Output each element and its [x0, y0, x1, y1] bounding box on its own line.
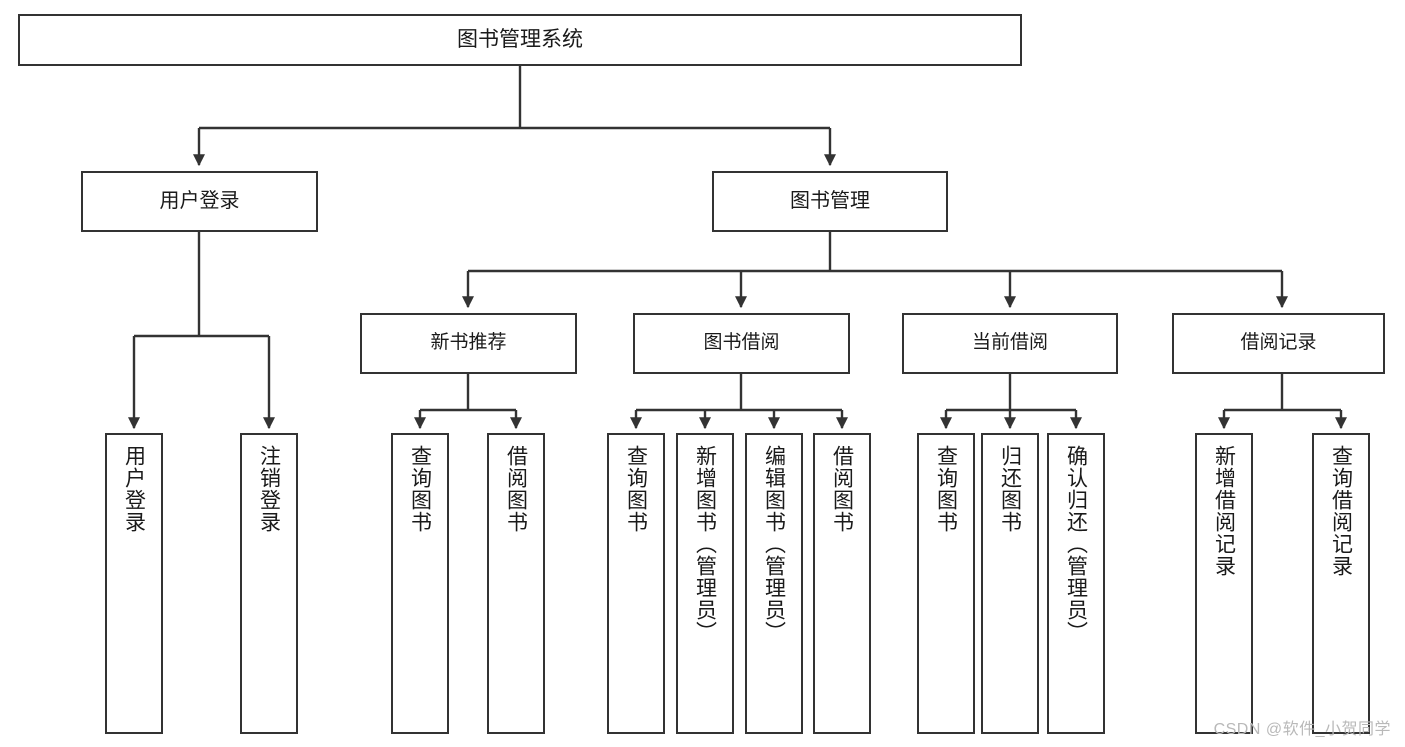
node-book-management[interactable]: 图书管理 — [712, 171, 948, 232]
node-leaf-edit-book[interactable]: 编辑图书（管理员） — [745, 433, 803, 734]
node-leaf-query-record[interactable]: 查询借阅记录 — [1312, 433, 1370, 734]
node-borrow-record[interactable]: 借阅记录 — [1172, 313, 1385, 374]
node-leaf-logout-login[interactable]: 注销登录 — [240, 433, 298, 734]
node-borrow-record-label: 借阅记录 — [1240, 332, 1317, 354]
node-leaf-query-book-1[interactable]: 查询图书 — [391, 433, 449, 734]
node-leaf-edit-book-label: 编辑图书（管理员） — [762, 445, 786, 643]
node-leaf-query-book-3[interactable]: 查询图书 — [917, 433, 975, 734]
node-user-login[interactable]: 用户登录 — [81, 171, 318, 232]
node-leaf-query-book-3-label: 查询图书 — [934, 445, 958, 533]
node-leaf-query-book-2[interactable]: 查询图书 — [607, 433, 665, 734]
node-book-borrow[interactable]: 图书借阅 — [633, 313, 850, 374]
node-book-management-label: 图书管理 — [790, 189, 870, 212]
node-leaf-add-book[interactable]: 新增图书（管理员） — [676, 433, 734, 734]
node-leaf-borrow-book-1[interactable]: 借阅图书 — [487, 433, 545, 734]
node-new-book-recommend-label: 新书推荐 — [430, 332, 507, 354]
node-leaf-borrow-book-2[interactable]: 借阅图书 — [813, 433, 871, 734]
node-new-book-recommend[interactable]: 新书推荐 — [360, 313, 577, 374]
node-leaf-query-book-1-label: 查询图书 — [408, 445, 432, 533]
node-leaf-return-book[interactable]: 归还图书 — [981, 433, 1039, 734]
node-leaf-logout-login-label: 注销登录 — [257, 445, 281, 533]
node-leaf-confirm-return-label: 确认归还（管理员） — [1064, 445, 1088, 643]
node-root-label: 图书管理系统 — [457, 27, 583, 51]
node-root[interactable]: 图书管理系统 — [18, 14, 1022, 66]
node-leaf-confirm-return[interactable]: 确认归还（管理员） — [1047, 433, 1105, 734]
node-leaf-user-login-label: 用户登录 — [122, 445, 146, 533]
node-leaf-borrow-book-2-label: 借阅图书 — [830, 445, 854, 533]
node-leaf-query-record-label: 查询借阅记录 — [1329, 445, 1353, 577]
node-leaf-add-book-label: 新增图书（管理员） — [693, 445, 717, 643]
watermark-text: CSDN @软件_小贺同学 — [1213, 721, 1391, 738]
node-book-borrow-label: 图书借阅 — [703, 332, 780, 354]
node-leaf-add-record-label: 新增借阅记录 — [1212, 445, 1236, 577]
node-leaf-borrow-book-1-label: 借阅图书 — [504, 445, 528, 533]
node-leaf-query-book-2-label: 查询图书 — [624, 445, 648, 533]
node-leaf-user-login[interactable]: 用户登录 — [105, 433, 163, 734]
node-user-login-label: 用户登录 — [159, 189, 240, 212]
node-leaf-add-record[interactable]: 新增借阅记录 — [1195, 433, 1253, 734]
node-current-borrow[interactable]: 当前借阅 — [902, 313, 1118, 374]
node-leaf-return-book-label: 归还图书 — [998, 445, 1022, 533]
node-current-borrow-label: 当前借阅 — [971, 332, 1048, 354]
